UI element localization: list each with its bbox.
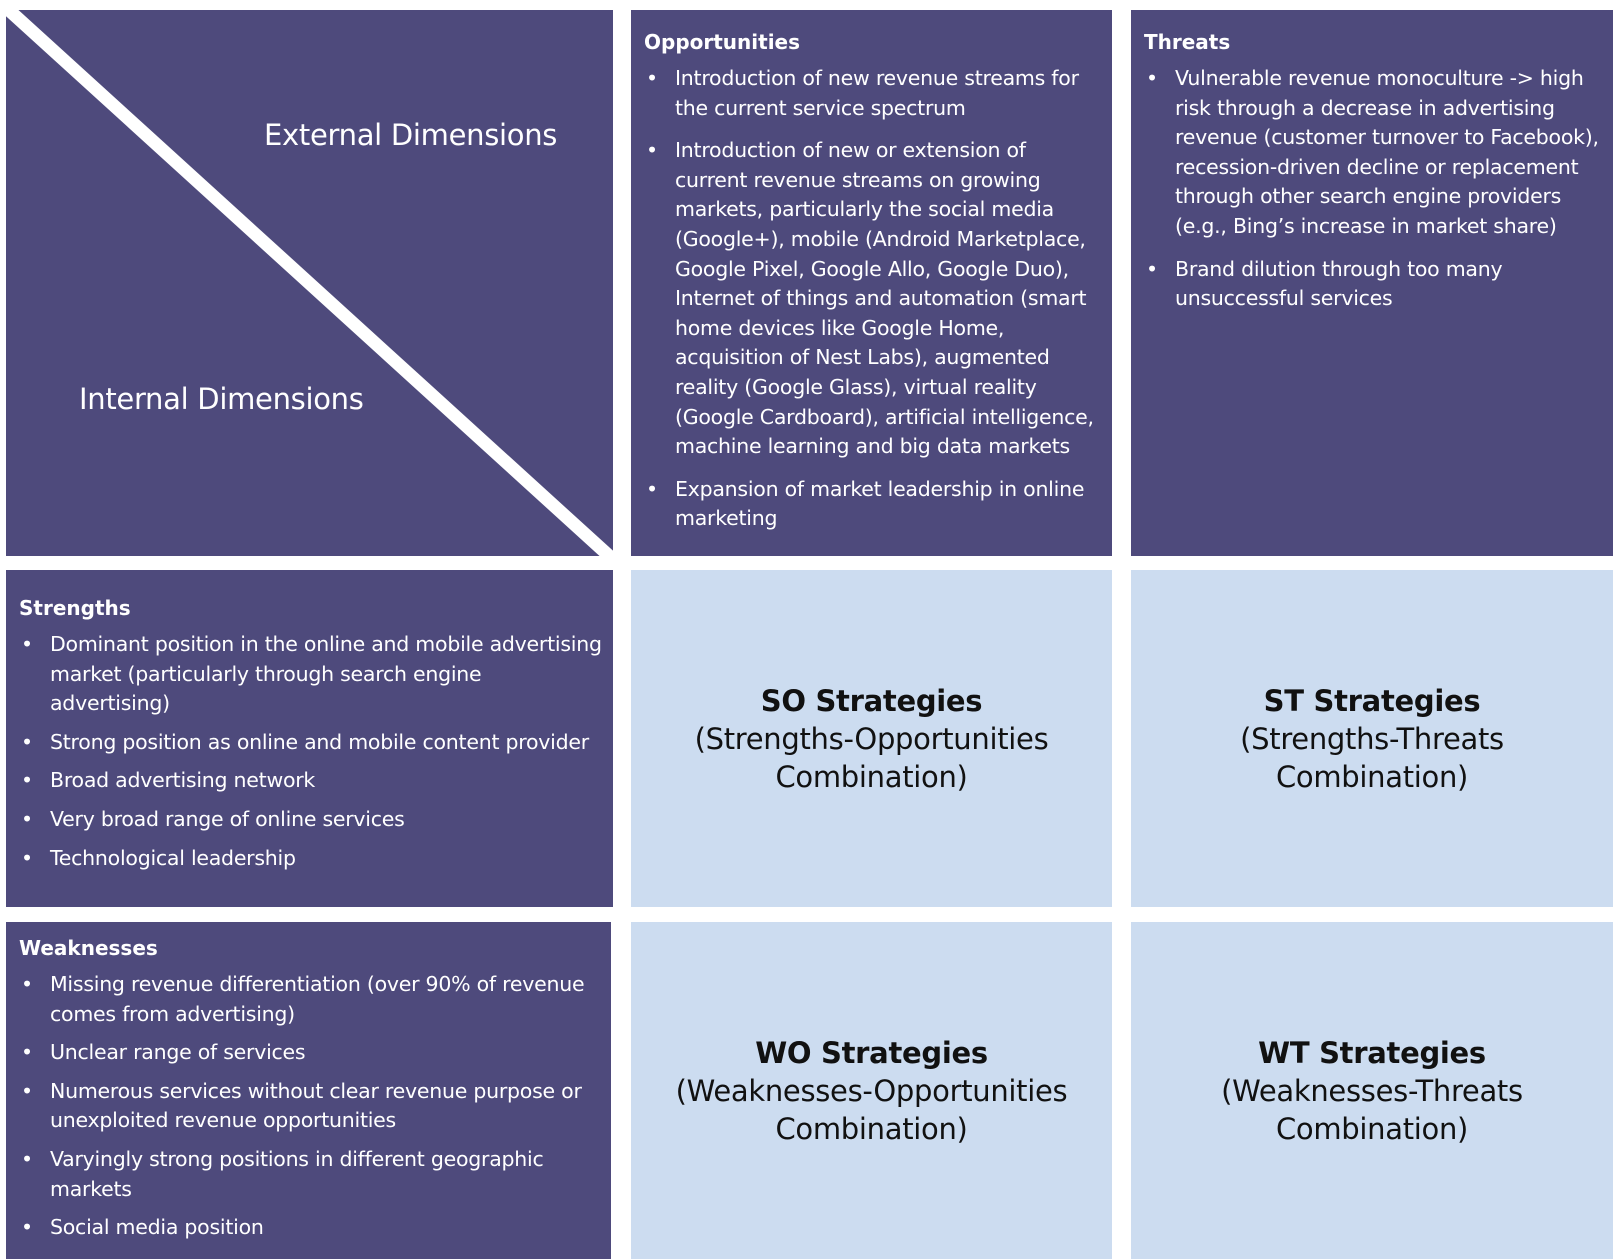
threats-list: Vulnerable revenue monoculture -> high r… — [1144, 64, 1601, 314]
wo-strategies-cell: WO Strategies (Weaknesses-Opportunities … — [631, 922, 1112, 1259]
threats-title: Threats — [1144, 30, 1231, 54]
so-strategies-subtitle: (Strengths-Opportunities — [694, 721, 1049, 756]
so-strategies-title: SO Strategies — [760, 683, 983, 718]
st-strategies-subtitle: (Strengths-Threats — [1240, 721, 1504, 756]
st-strategies-title: ST Strategies — [1263, 683, 1481, 718]
list-item: Introduction of new revenue streams for … — [644, 64, 1098, 123]
dimensions-corner-cell: External Dimensions Internal Dimensions — [6, 10, 613, 556]
list-item: Introduction of new or extension of curr… — [644, 136, 1098, 462]
opportunities-title: Opportunities — [644, 30, 801, 54]
wo-strategies-subtitle: (Weaknesses-Opportunities — [675, 1073, 1068, 1108]
weaknesses-cell: Weaknesses Missing revenue differentiati… — [6, 922, 611, 1259]
opportunities-list: Introduction of new revenue streams for … — [644, 64, 1098, 534]
list-item: Very broad range of online services — [19, 805, 603, 835]
internal-dimensions-label: Internal Dimensions — [79, 382, 364, 416]
wt-strategies-subtitle-end: Combination) — [1275, 1111, 1469, 1146]
wt-strategies-subtitle: (Weaknesses-Threats — [1221, 1073, 1523, 1108]
wo-strategies-title: WO Strategies — [755, 1035, 988, 1070]
list-item: Social media position — [19, 1213, 601, 1243]
list-item: Varyingly strong positions in different … — [19, 1145, 601, 1204]
strengths-list: Dominant position in the online and mobi… — [19, 630, 603, 873]
list-item: Dominant position in the online and mobi… — [19, 630, 603, 719]
so-strategies-cell: SO Strategies (Strengths-Opportunities C… — [631, 570, 1112, 907]
external-dimensions-label: External Dimensions — [264, 118, 558, 152]
list-item: Missing revenue differentiation (over 90… — [19, 970, 601, 1029]
wt-strategies-title: WT Strategies — [1258, 1035, 1486, 1070]
so-strategies-subtitle-end: Combination) — [775, 759, 968, 794]
st-strategies-subtitle-end: Combination) — [1275, 759, 1469, 794]
list-item: Numerous services without clear revenue … — [19, 1077, 601, 1136]
diagonal-divider — [6, 10, 613, 556]
threats-cell: Threats Vulnerable revenue monoculture -… — [1131, 10, 1613, 556]
list-item: Broad advertising network — [19, 766, 603, 796]
list-item: Expansion of market leadership in online… — [644, 475, 1098, 534]
wt-strategies-cell: WT Strategies (Weaknesses-Threats Combin… — [1131, 922, 1613, 1259]
weaknesses-list: Missing revenue differentiation (over 90… — [19, 970, 601, 1243]
list-item: Vulnerable revenue monoculture -> high r… — [1144, 64, 1601, 242]
list-item: Unclear range of services — [19, 1038, 601, 1068]
st-strategies-cell: ST Strategies (Strengths-Threats Combina… — [1131, 570, 1613, 907]
list-item: Technological leadership — [19, 844, 603, 874]
list-item: Strong position as online and mobile con… — [19, 728, 603, 758]
strengths-title: Strengths — [19, 596, 131, 620]
wo-strategies-subtitle-end: Combination) — [775, 1111, 968, 1146]
strengths-cell: Strengths Dominant position in the onlin… — [6, 570, 613, 907]
list-item: Brand dilution through too many unsucces… — [1144, 255, 1601, 314]
weaknesses-title: Weaknesses — [19, 936, 158, 960]
opportunities-cell: Opportunities Introduction of new revenu… — [631, 10, 1112, 556]
